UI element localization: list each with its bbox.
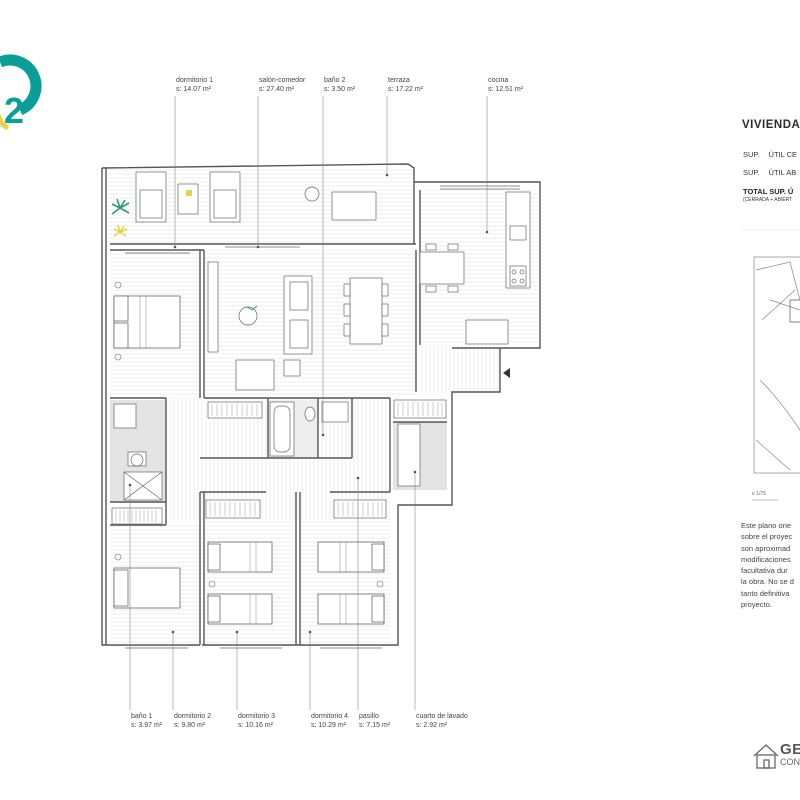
brand-logo xyxy=(0,54,42,131)
leader-dots xyxy=(128,173,489,634)
bathroom-fixtures xyxy=(113,401,421,501)
total-area-sublabel: (CERRADA + ABIERT xyxy=(743,197,793,203)
wardrobe-hangers xyxy=(115,402,443,522)
house-icon xyxy=(753,744,779,769)
terrace-furniture xyxy=(135,171,377,223)
closed-area-row: SUP.ÚTIL CE xyxy=(743,150,798,159)
total-area-label: TOTAL SUP. Ú xyxy=(743,187,794,196)
windows xyxy=(101,175,520,649)
logo-digit: 2 xyxy=(4,90,25,131)
leader-lines xyxy=(129,96,488,710)
beds xyxy=(113,295,385,625)
living-room-furniture xyxy=(207,261,389,391)
entrance-arrow-icon xyxy=(503,368,510,378)
nightstands xyxy=(114,281,384,588)
coffee-table-plant-icon xyxy=(246,305,258,311)
scale-label: e 1/75 xyxy=(752,491,766,497)
kitchen-furniture xyxy=(419,191,531,345)
brand-subtitle: CON xyxy=(780,757,800,767)
plant-icon xyxy=(111,190,192,237)
dwelling-heading: VIVIENDA xyxy=(742,119,800,131)
mini-site-plan xyxy=(753,256,800,474)
walls xyxy=(101,163,541,646)
brand-name: GE xyxy=(780,741,800,758)
disclaimer-note: Este plano orie sobre el proyec son apro… xyxy=(741,521,794,610)
wardrobes xyxy=(111,399,447,525)
open-area-row: SUP.ÚTIL AB xyxy=(743,168,797,177)
bed-blankets xyxy=(139,296,347,624)
